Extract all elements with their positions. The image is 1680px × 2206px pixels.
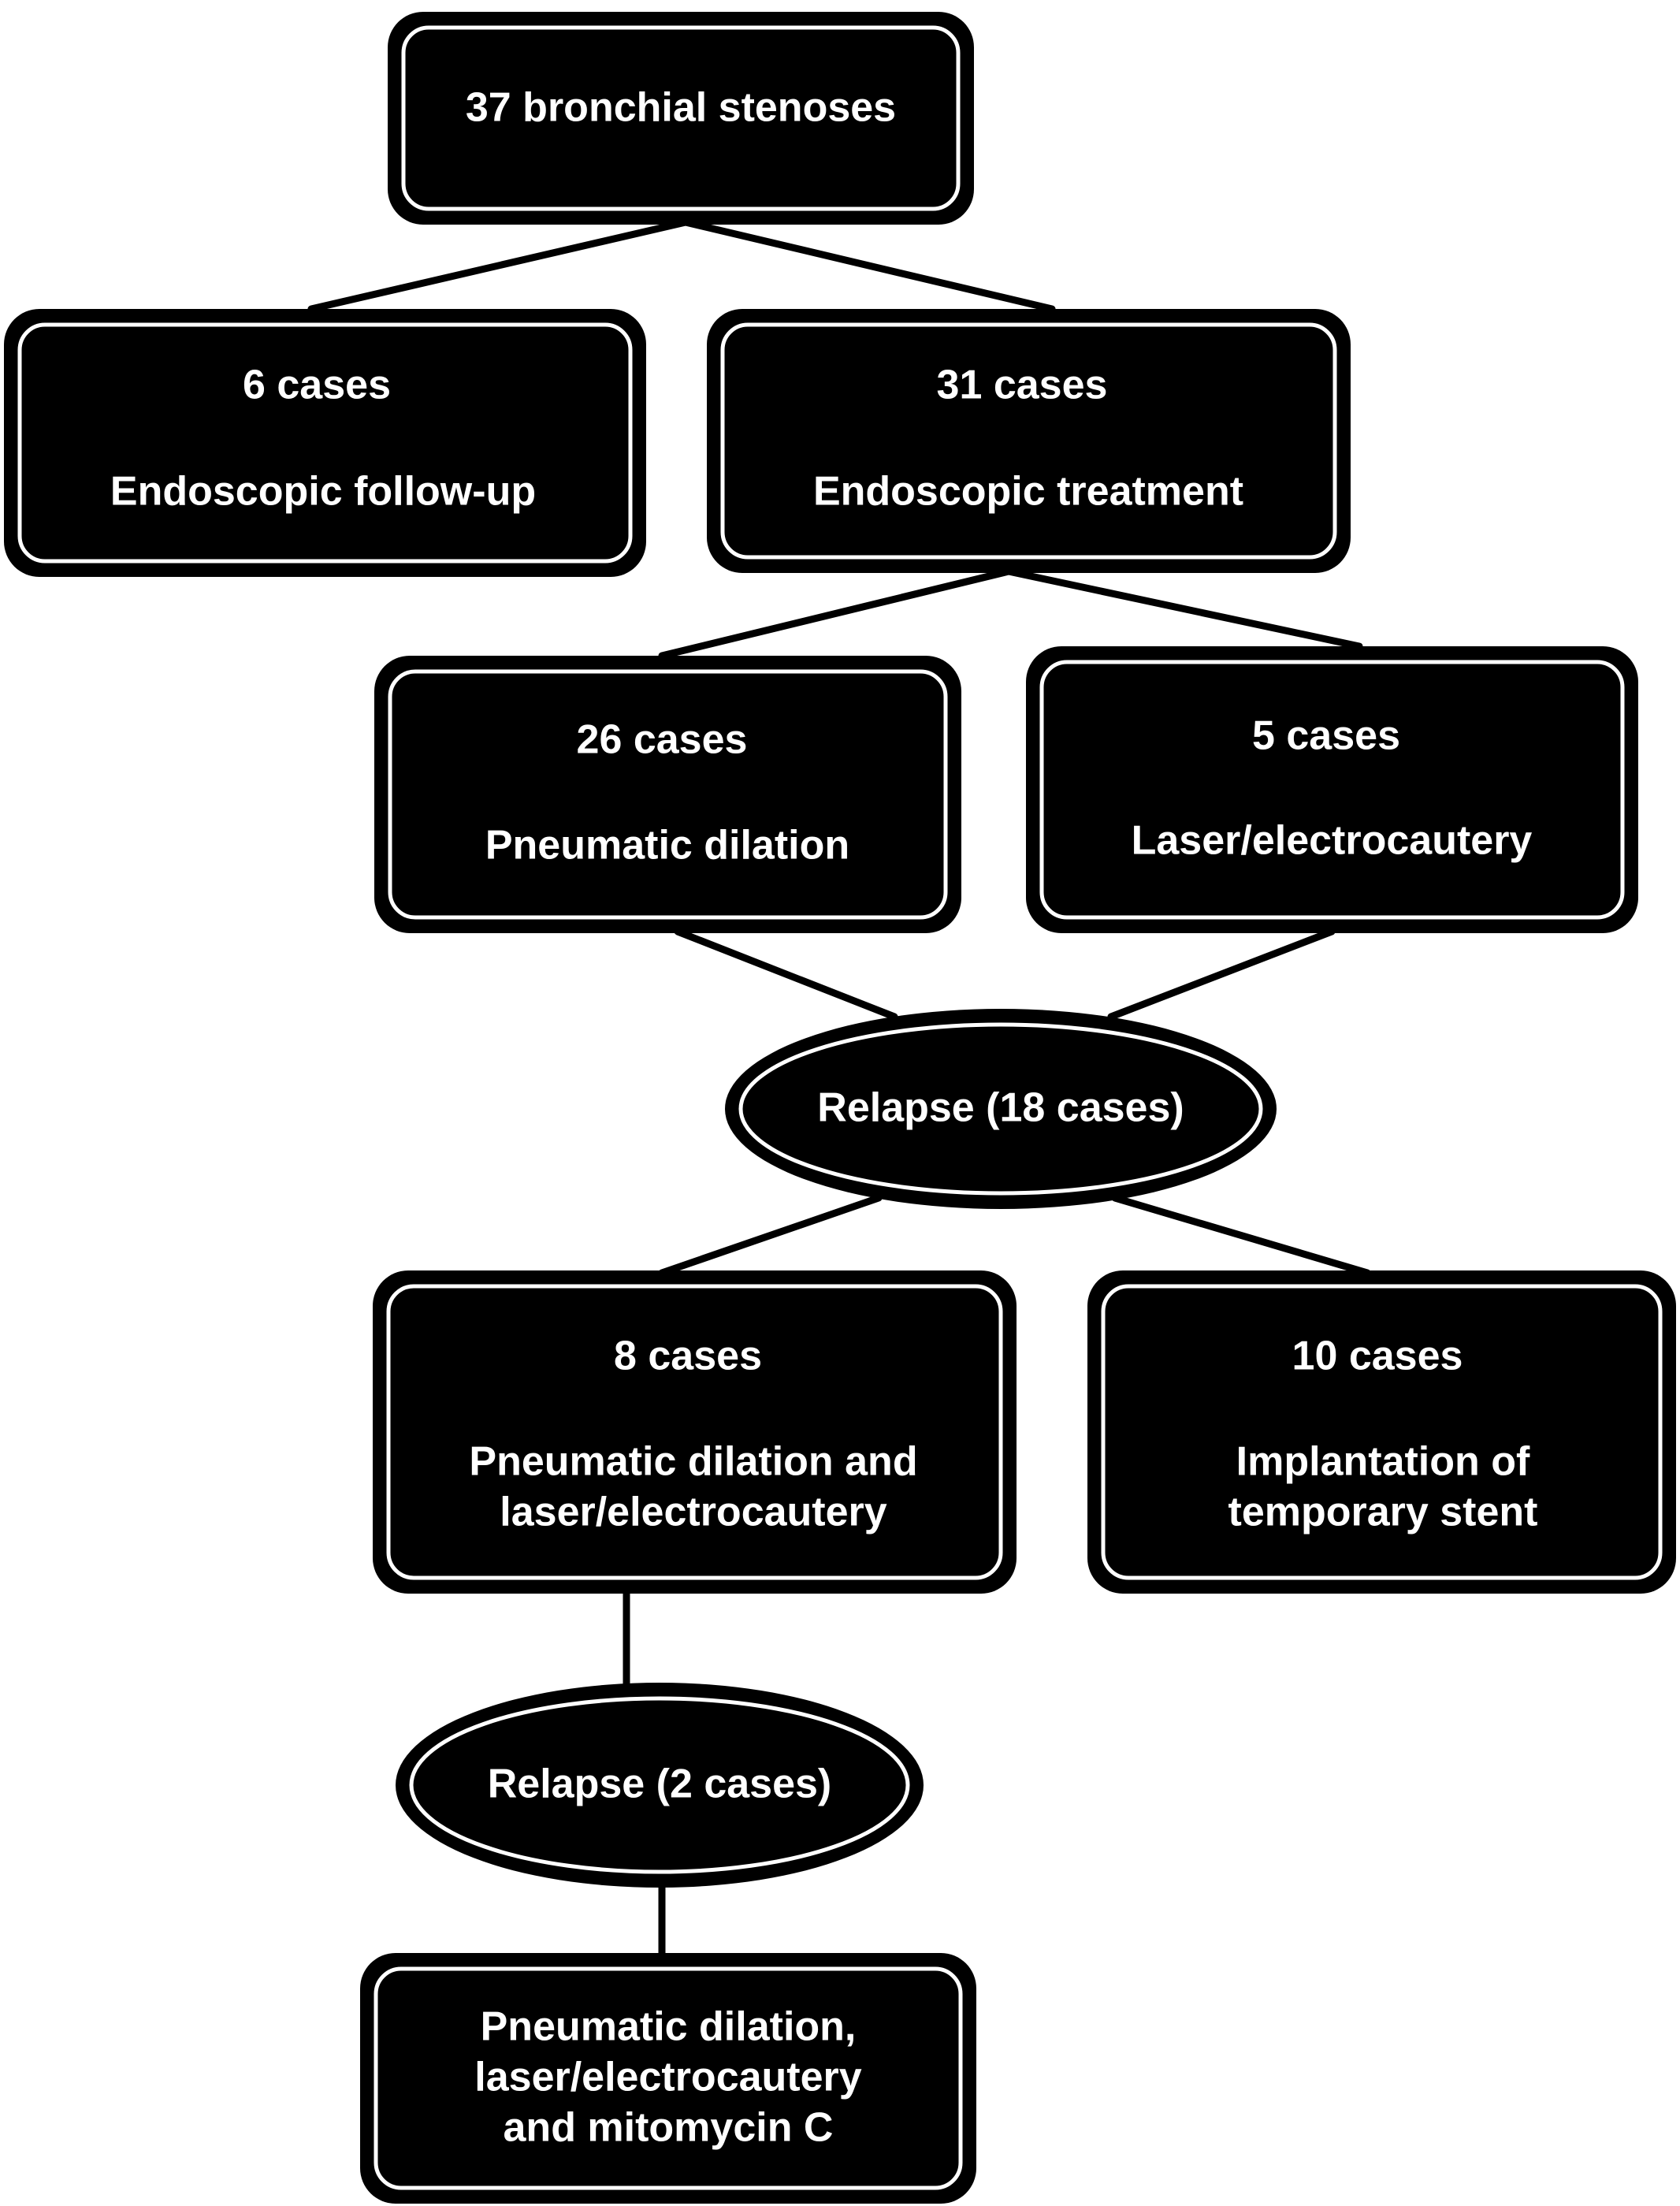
combined-count: 8 cases: [614, 1334, 762, 1379]
node-final: Pneumatic dilation, laser/electrocautery…: [360, 1953, 976, 2204]
connector-root-treatment: [682, 218, 1056, 313]
node-relapse2: Relapse (2 cases): [396, 1683, 924, 1888]
stent-label-2: temporary stent: [1228, 1490, 1538, 1535]
final-label-3: and mitomycin C: [504, 2105, 834, 2151]
followup-count: 6 cases: [243, 363, 391, 408]
connector-treatment-dilation: [658, 567, 1013, 660]
root-label: 37 bronchial stenoses: [466, 85, 896, 131]
connectors: [307, 218, 1371, 1962]
connector-root-followup: [307, 218, 689, 313]
laser-label: Laser/electrocautery: [1132, 818, 1533, 864]
node-relapse1: Relapse (18 cases): [725, 1009, 1277, 1209]
connector-dilation-relapse1: [674, 928, 898, 1021]
node-laser: 5 cases Laser/electrocautery: [1026, 646, 1638, 933]
relapse2-label: Relapse (2 cases): [488, 1761, 832, 1807]
final-label-2: laser/electrocautery: [474, 2055, 861, 2100]
treatment-label: Endoscopic treatment: [813, 469, 1243, 515]
node-root: 37 bronchial stenoses: [388, 12, 974, 225]
connector-laser-relapse1: [1107, 928, 1336, 1021]
connector-relapse1-combined: [658, 1194, 883, 1277]
stent-count: 10 cases: [1292, 1334, 1463, 1379]
followup-label: Endoscopic follow-up: [110, 469, 536, 515]
node-combined: 8 cases Pneumatic dilation and laser/ele…: [373, 1270, 1017, 1594]
node-treatment: 31 cases Endoscopic treatment: [707, 309, 1351, 573]
combined-label-1: Pneumatic dilation and: [469, 1439, 917, 1485]
final-label-1: Pneumatic dilation,: [481, 2004, 857, 2050]
combined-label-2: laser/electrocautery: [500, 1490, 886, 1535]
laser-count: 5 cases: [1252, 713, 1400, 759]
relapse1-label: Relapse (18 cases): [817, 1085, 1184, 1131]
node-dilation: 26 cases Pneumatic dilation: [374, 656, 961, 933]
stent-label-1: Implantation of: [1236, 1439, 1530, 1485]
dilation-count: 26 cases: [577, 717, 748, 763]
connector-relapse1-stent: [1111, 1194, 1371, 1277]
treatment-count: 31 cases: [937, 363, 1108, 408]
node-stent: 10 cases Implantation of temporary stent: [1087, 1270, 1676, 1594]
node-followup: 6 cases Endoscopic follow-up: [4, 309, 646, 577]
connector-treatment-laser: [1005, 567, 1363, 650]
dilation-label: Pneumatic dilation: [485, 823, 849, 869]
